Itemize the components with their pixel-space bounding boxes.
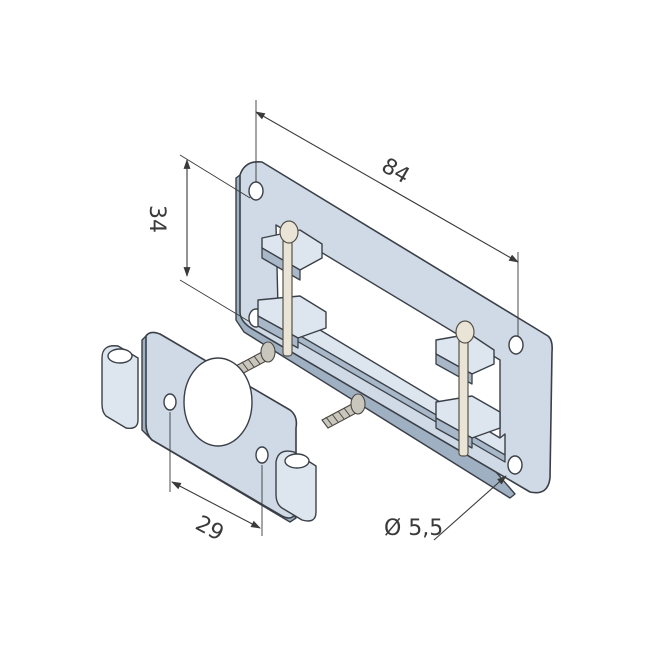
hole-top-right: [508, 335, 524, 355]
right-pin-head: [455, 320, 475, 344]
right-pin: [458, 337, 469, 457]
left-pin-head: [279, 220, 299, 244]
front-plate: [101, 331, 317, 523]
left-pin: [282, 237, 293, 357]
hole-top-left: [248, 181, 264, 201]
hole-bottom-right: [507, 455, 523, 475]
dimension-diameter: Ø 5,5: [384, 475, 507, 541]
knuckle-bore-left: [107, 348, 133, 364]
dimension-34: 34: [144, 154, 251, 323]
front-plate-opening: [183, 357, 253, 447]
front-hole-right: [255, 446, 269, 464]
dim-label-34: 34: [144, 205, 169, 233]
screw-lower: [321, 393, 366, 429]
hinge-knuckle-left: [101, 345, 139, 430]
right-bracket: [435, 320, 501, 457]
knuckle-bore-right: [284, 453, 310, 469]
dim-label-29: 29: [191, 511, 227, 546]
front-hole-left: [163, 393, 177, 411]
dim-label-diameter: Ø 5,5: [384, 516, 443, 541]
hinge-knuckle-right: [275, 450, 317, 522]
